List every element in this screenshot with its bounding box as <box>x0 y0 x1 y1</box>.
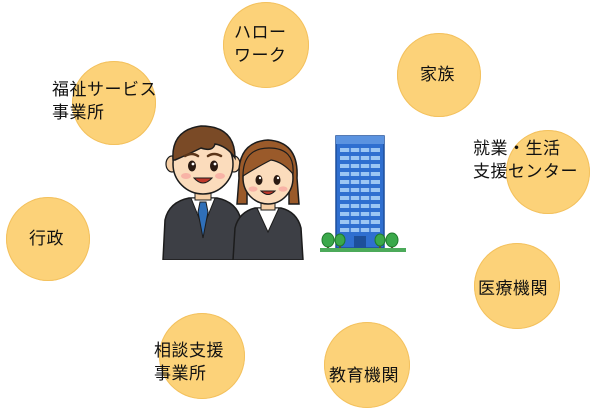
node-label: 教育機関 <box>329 366 399 386</box>
node-label: ハロー ワーク <box>234 23 287 66</box>
two-staff-people-icon <box>155 120 305 261</box>
node-bubble <box>397 33 481 117</box>
people-illustration <box>162 125 304 261</box>
node-label: 家族 <box>420 65 455 85</box>
node-bubble <box>324 322 410 408</box>
node-bubble <box>72 61 156 145</box>
node-bubble <box>506 130 590 214</box>
woman-figure <box>232 139 304 261</box>
node-bubble <box>474 243 560 329</box>
node-bubble <box>159 313 245 399</box>
node-label: 福祉サービス 事業所 <box>52 80 157 123</box>
node-label: 行政 <box>29 229 64 249</box>
building-illustration <box>320 135 406 252</box>
node-label: 就業・生活 支援センター <box>473 139 578 182</box>
man-figure <box>162 125 244 261</box>
node-bubble <box>6 197 90 281</box>
node-label: 相談支援 事業所 <box>154 341 224 384</box>
node-bubble <box>223 2 309 88</box>
office-building-icon <box>320 126 410 258</box>
tree-icon <box>321 232 399 250</box>
node-label: 医療機関 <box>478 279 548 299</box>
